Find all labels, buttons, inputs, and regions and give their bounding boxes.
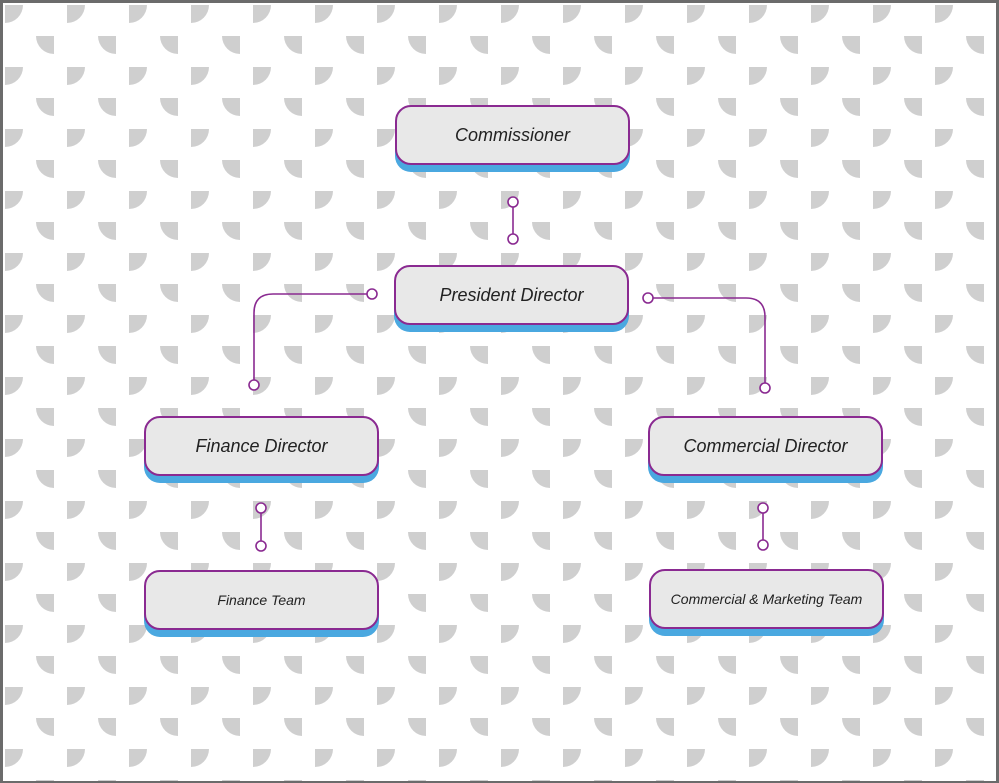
- node-president-director[interactable]: President Director: [394, 265, 629, 325]
- connector-commissioner-president: [507, 196, 519, 245]
- node-finance-director[interactable]: Finance Director: [144, 416, 379, 476]
- node-finance-team[interactable]: Finance Team: [144, 570, 379, 630]
- connector-commercial-director-team: [757, 502, 769, 551]
- connector-president-finance-director: [248, 288, 378, 391]
- node-commercial-marketing-team[interactable]: Commercial & Marketing Team: [649, 569, 884, 629]
- connector-finance-director-team: [255, 502, 267, 552]
- node-commissioner[interactable]: Commissioner: [395, 105, 630, 165]
- node-commercial-director[interactable]: Commercial Director: [648, 416, 883, 476]
- connector-president-commercial-director: [642, 292, 771, 394]
